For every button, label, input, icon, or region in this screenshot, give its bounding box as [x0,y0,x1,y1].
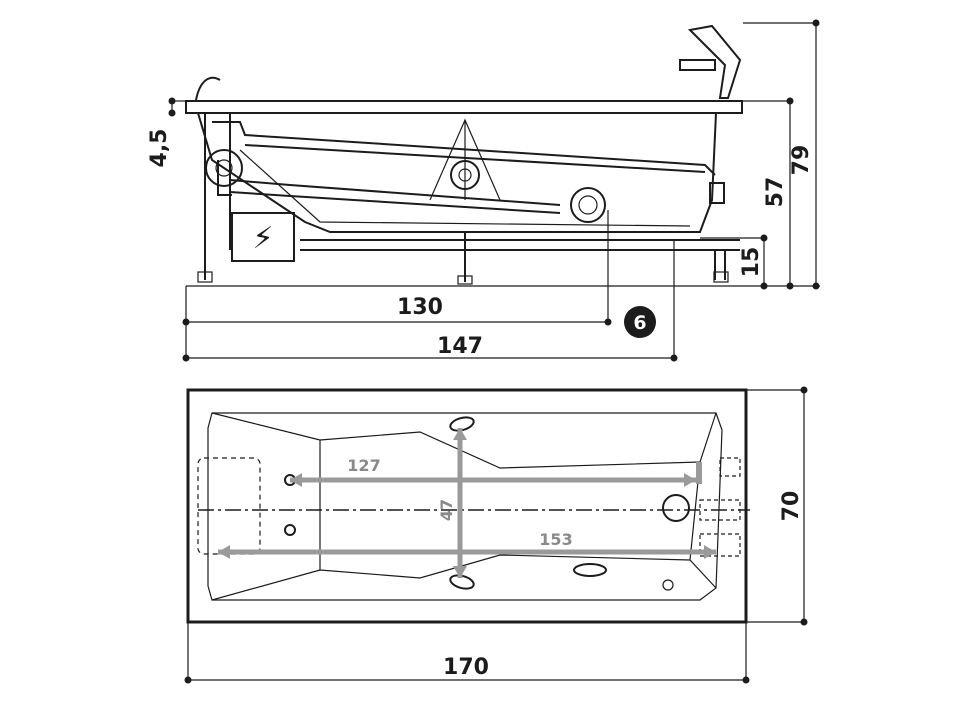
svg-text:79: 79 [789,145,814,176]
dim-width: 70 [746,386,808,626]
tub-body [197,112,717,233]
drain-unit [570,187,606,223]
tub-rim [185,100,743,114]
upper-pipe [212,121,716,176]
dim-bottom-height: 57 [743,97,794,290]
tub-bottom-inner [239,149,691,227]
svg-text:127: 127 [347,456,380,475]
lower-pipe [229,179,561,214]
headrest-dashed [197,457,261,555]
svg-text:147: 147 [437,334,483,359]
dim-leg-height: 15 [700,234,768,290]
svg-text:15: 15 [739,247,764,278]
top-view: 127 47 153 70 [184,386,808,684]
right-fitting-bar [696,462,702,484]
right-leg [713,271,729,283]
left-handle [195,76,221,101]
dim-drain-distance: 130 [182,210,612,358]
dim-bottom-length: 153 [218,530,716,559]
svg-text:170: 170 [443,655,489,680]
overflow-top [662,494,690,522]
dim-total-height: 79 [743,19,820,290]
jet-left-lower [284,524,296,536]
jet-right-bottom [662,579,674,591]
electrical-box: ⚡ [231,212,295,262]
center-jet [450,160,480,190]
tub-outline-top [186,388,748,624]
faucet [679,24,742,99]
center-leg [457,275,473,285]
side-view: ⚡ 4,5 79 [147,19,820,362]
svg-text:70: 70 [779,491,804,522]
dim-rim-thickness: 4,5 [147,97,186,168]
center-jet-inner [458,168,472,182]
dim-jet-length: 127 [290,456,696,487]
overflow-fitting [709,182,725,204]
svg-text:57: 57 [763,177,788,208]
tub-basin-top [207,412,723,601]
svg-text:6: 6 [633,312,646,334]
basin-shape-lines [211,412,717,601]
pump-inner [215,159,233,177]
right-fittings [699,457,741,557]
svg-text:4,5: 4,5 [147,129,172,168]
jet-top [449,416,475,432]
drain-top [573,563,607,577]
svg-text:153: 153 [539,530,572,549]
dim-length: 170 [184,622,750,684]
svg-text:47: 47 [437,499,456,521]
jet-bottom [449,574,475,590]
electric-symbol: ⚡ [252,221,273,256]
left-leg [197,271,213,283]
dim-support-length: 147 [182,240,678,362]
pump [205,149,243,187]
drain-unit-inner [578,195,598,215]
dim-jet-width: 47 [437,428,467,578]
badge-6: 6 [624,306,656,338]
svg-text:130: 130 [397,295,443,320]
